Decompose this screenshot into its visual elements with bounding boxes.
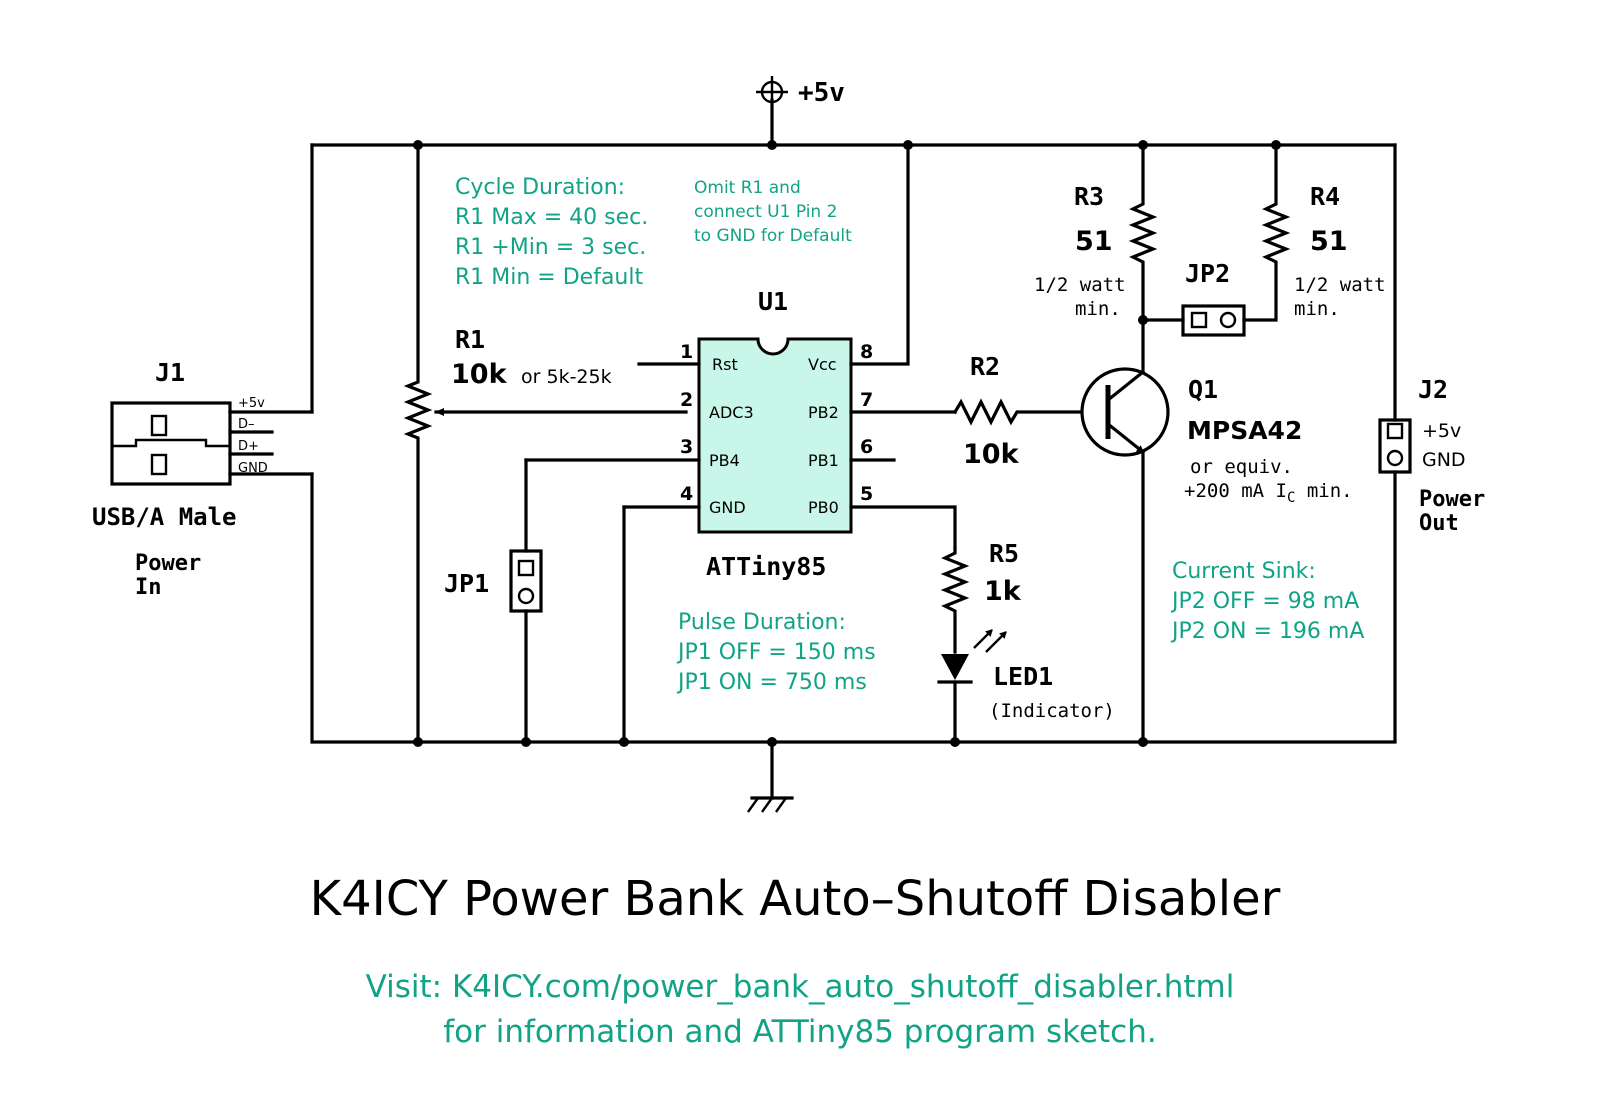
r1-potentiometer: R1 10k or 5k-25k — [403, 143, 688, 744]
pulse-note-line-1: Pulse Duration: — [678, 610, 846, 635]
u1-ic: U1 ATTiny85 1 Rst 2 ADC3 3 PB4 4 GND 8 V… — [524, 143, 957, 581]
u1-pin-5-name: PB0 — [808, 498, 839, 517]
q1-alt-2: +200 mA IC min. — [1184, 480, 1353, 506]
j1-type: USB/A Male — [92, 503, 237, 531]
u1-ref: U1 — [758, 287, 788, 316]
u1-pin-7-num: 7 — [860, 389, 873, 411]
pulse-note-line-3: JP1 ON = 750 ms — [676, 670, 867, 695]
supply-label: +5v — [798, 78, 845, 108]
r2-resistor: R2 10k — [952, 352, 1082, 470]
j2-role-2: Out — [1419, 511, 1459, 536]
j1-role-2: In — [135, 575, 162, 600]
junction-dots — [413, 140, 1281, 747]
pulse-note-line-2: JP1 OFF = 150 ms — [676, 640, 876, 665]
led1-desc: (Indicator) — [989, 700, 1115, 722]
jp2-jumper: JP2 — [1141, 259, 1246, 337]
j2-connector: J2 +5v GND Power Out — [1378, 375, 1485, 536]
footer-info-line: for information and ATTiny85 program ske… — [443, 1014, 1156, 1050]
r2-value: 10k — [963, 439, 1020, 470]
sink-note-line-2: JP2 OFF = 98 mA — [1170, 589, 1359, 614]
q1-ref: Q1 — [1188, 375, 1218, 404]
cycle-note-line-3: R1 +Min = 3 sec. — [455, 235, 646, 260]
cycle-note-line-2: R1 Max = 40 sec. — [455, 205, 648, 230]
omit-note-line-2: connect U1 Pin 2 — [694, 202, 837, 222]
r1-ref: R1 — [455, 325, 485, 354]
r1-value: 10k — [451, 359, 508, 390]
j2-pin-5v: +5v — [1422, 420, 1461, 442]
q1-alt-1: or equiv. — [1190, 456, 1293, 478]
sink-note-line-1: Current Sink: — [1172, 559, 1316, 584]
j1-usb-connector: J1 +5v D– D+ GND USB/A Male Power In — [92, 358, 314, 600]
j2-ref: J2 — [1418, 375, 1448, 404]
r3-resistor: R3 51 1/2 watt min. — [1034, 143, 1158, 322]
cycle-duration-note: Cycle Duration: R1 Max = 40 sec. R1 +Min… — [455, 175, 648, 290]
u1-pin-2-name: ADC3 — [709, 403, 754, 422]
r4-resistor: R4 51 1/2 watt min. — [1242, 143, 1386, 322]
u1-pin-4-name: GND — [709, 498, 746, 517]
q1-part: MPSA42 — [1187, 416, 1302, 445]
jp2-ref: JP2 — [1185, 259, 1230, 288]
r4-value: 51 — [1310, 226, 1348, 257]
r4-rating-1: 1/2 watt — [1294, 274, 1386, 296]
ground-icon — [747, 796, 794, 813]
u1-pin-8-name: Vcc — [808, 355, 837, 374]
q1-transistor: Q1 MPSA42 or equiv. +200 mA IC min. — [1080, 318, 1353, 744]
current-sink-note: Current Sink: JP2 OFF = 98 mA JP2 ON = 1… — [1170, 559, 1364, 644]
footer-visit-line: Visit: K4ICY.com/power_bank_auto_shutoff… — [366, 969, 1235, 1005]
u1-pin-6-name: PB1 — [808, 451, 839, 470]
j1-pin-gnd: GND — [238, 461, 268, 476]
cycle-note-line-1: Cycle Duration: — [455, 175, 625, 200]
r5-value: 1k — [984, 576, 1022, 607]
r3-value: 51 — [1075, 226, 1113, 257]
jp1-ref: JP1 — [444, 569, 489, 598]
r3-rating-1: 1/2 watt — [1034, 274, 1126, 296]
r4-ref: R4 — [1310, 182, 1340, 211]
u1-pin-7-name: PB2 — [808, 403, 839, 422]
u1-pin-4-num: 4 — [680, 483, 693, 505]
j1-pin-5v: +5v — [238, 396, 265, 411]
cycle-note-line-4: R1 Min = Default — [455, 265, 643, 290]
omit-note-line-1: Omit R1 and — [694, 178, 801, 198]
r4-rating-2: min. — [1294, 298, 1340, 320]
omit-note-line-3: to GND for Default — [694, 226, 852, 246]
supply-symbol: +5v — [756, 76, 845, 108]
j1-pin-dplus: D+ — [238, 439, 259, 454]
r5-resistor: R5 1k — [940, 539, 1022, 654]
r1-alt: or 5k-25k — [521, 366, 612, 388]
j2-role-1: Power — [1419, 487, 1485, 512]
pulse-duration-note: Pulse Duration: JP1 OFF = 150 ms JP1 ON … — [676, 610, 876, 695]
u1-pin-3-name: PB4 — [709, 451, 740, 470]
u1-part: ATTiny85 — [706, 552, 826, 581]
j2-pin-gnd: GND — [1422, 449, 1466, 471]
jp1-jumper: JP1 — [444, 458, 543, 744]
j1-pin-dminus: D– — [238, 417, 255, 432]
ground-rail — [310, 470, 1397, 800]
u1-pin-1-num: 1 — [680, 341, 693, 363]
r2-ref: R2 — [970, 352, 1000, 381]
u1-pin-2-num: 2 — [680, 389, 693, 411]
j1-role-1: Power — [135, 551, 201, 576]
u1-pin-1-name: Rst — [712, 355, 738, 374]
u1-pin-3-num: 3 — [680, 436, 693, 458]
page-title: K4ICY Power Bank Auto–Shutoff Disabler — [310, 871, 1281, 927]
sink-note-line-3: JP2 ON = 196 mA — [1170, 619, 1364, 644]
r3-ref: R3 — [1074, 182, 1104, 211]
r5-ref: R5 — [989, 539, 1019, 568]
led1-ref: LED1 — [993, 662, 1053, 691]
j1-ref: J1 — [155, 358, 185, 387]
omit-r1-note: Omit R1 and connect U1 Pin 2 to GND for … — [694, 178, 852, 246]
u1-pin-8-num: 8 — [860, 341, 873, 363]
u1-pin-5-num: 5 — [860, 483, 873, 505]
u1-pin-6-num: 6 — [860, 436, 873, 458]
r3-rating-2: min. — [1075, 298, 1121, 320]
led1-diode: LED1 (Indicator) — [937, 629, 1115, 744]
